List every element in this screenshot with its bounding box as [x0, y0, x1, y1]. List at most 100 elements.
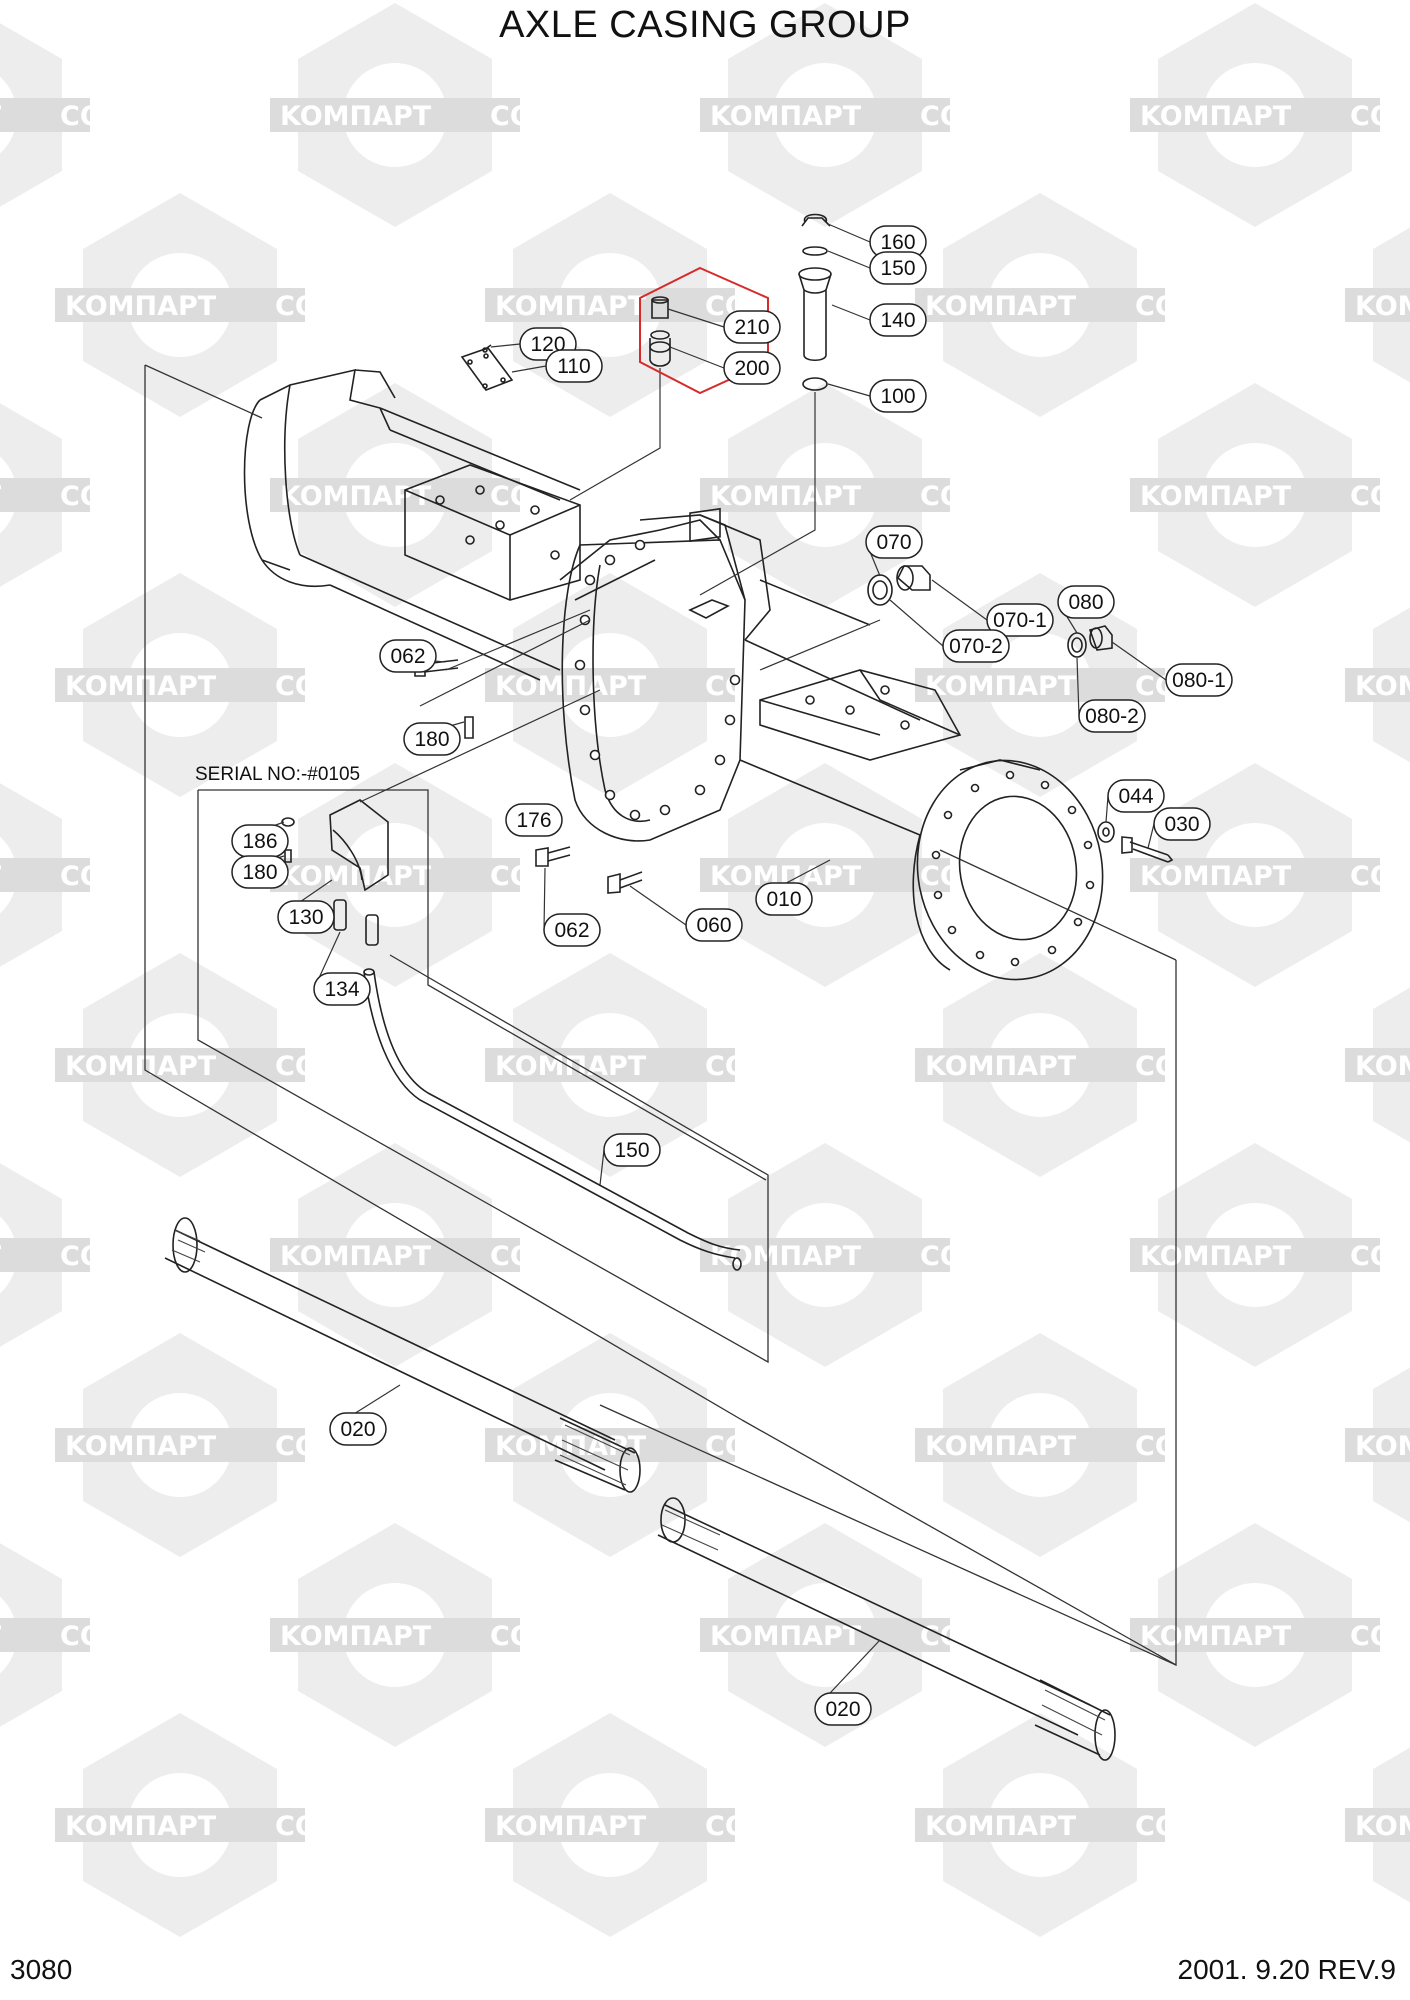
watermark-text-left: KOMПAPT [710, 1241, 862, 1272]
watermark-text-right: COMPART [705, 671, 851, 702]
callout-label: 130 [288, 906, 323, 929]
callout-070-2[interactable]: 070-2 [942, 629, 1010, 663]
callout-label: 062 [554, 919, 589, 942]
callout-bubble [313, 972, 371, 1006]
leader-line [827, 383, 871, 397]
callout-label: 100 [880, 385, 915, 408]
callout-200[interactable]: 200 [723, 351, 781, 385]
callout-180[interactable]: 180 [231, 855, 289, 889]
serial-note: SERIAL NO:-#0105 [195, 764, 360, 785]
leader-line [1105, 795, 1109, 823]
callout-label: 180 [242, 861, 277, 884]
watermark-text-left: KOMПAPT [925, 291, 1077, 322]
callout-label: 160 [880, 231, 915, 254]
leader-line [931, 579, 988, 621]
callout-020[interactable]: 020 [814, 1692, 872, 1726]
watermark-text-right: COMPART [920, 861, 1066, 892]
callout-bubble [869, 251, 927, 285]
callout-070[interactable]: 070 [865, 525, 923, 559]
callout-bubble [603, 1133, 661, 1167]
watermark-text-right: COMPART [1350, 861, 1410, 892]
watermark-text-right: COMPART [275, 671, 421, 702]
callout-180[interactable]: 180 [403, 722, 461, 756]
watermark-text-left: KOMПAPT [925, 1051, 1077, 1082]
callout-bubble [403, 722, 461, 756]
watermark-text-left: KOMПAPT [1140, 861, 1292, 892]
watermark-text-right: COMPART [1135, 1811, 1281, 1842]
callout-080-1[interactable]: 080-1 [1165, 663, 1233, 697]
callout-140[interactable]: 140 [869, 303, 927, 337]
watermark-text-right: COMPART [1135, 1051, 1281, 1082]
callout-030[interactable]: 030 [1153, 807, 1211, 841]
callout-label: 070-1 [993, 609, 1047, 632]
callout-label: 150 [614, 1139, 649, 1162]
callout-080[interactable]: 080 [1057, 585, 1115, 619]
callout-label: 060 [696, 914, 731, 937]
callout-186[interactable]: 186 [231, 824, 289, 858]
watermark-text-right: COMPART [705, 1811, 851, 1842]
callout-060[interactable]: 060 [685, 908, 743, 942]
callout-080-2[interactable]: 080-2 [1078, 699, 1146, 733]
callout-044[interactable]: 044 [1107, 779, 1165, 813]
watermark-text-left: KOMПAPT [710, 101, 862, 132]
callout-label: 210 [734, 316, 769, 339]
watermark-text-right: COMPART [275, 1811, 421, 1842]
callout-130[interactable]: 130 [277, 900, 335, 934]
callout-100[interactable]: 100 [869, 379, 927, 413]
leader-line [359, 689, 601, 803]
callout-label: 150 [880, 257, 915, 280]
watermark-text-left: KOMПAPT [0, 1621, 2, 1652]
callout-176[interactable]: 176 [505, 803, 563, 837]
callout-150[interactable]: 150 [869, 251, 927, 285]
callout-062[interactable]: 062 [379, 639, 437, 673]
leader-line [599, 1149, 605, 1186]
watermark-text-left: KOMПAPT [1355, 671, 1410, 702]
callout-label: 200 [734, 357, 769, 380]
callout-134[interactable]: 134 [313, 972, 371, 1006]
leader-line [629, 885, 687, 926]
callout-bubble [1107, 779, 1165, 813]
page-title: AXLE CASING GROUP [499, 4, 911, 46]
leader-line [445, 609, 591, 671]
callout-bubble [1165, 663, 1233, 697]
watermark-text-left: KOMПAPT [925, 671, 1077, 702]
callout-020[interactable]: 020 [329, 1412, 387, 1446]
watermark-text-right: COMPART [60, 481, 206, 512]
watermark-text-left: KOMПAPT [495, 671, 647, 702]
leader-lines [231, 223, 1167, 1710]
callout-110[interactable]: 110 [545, 349, 603, 383]
callout-label: 070 [876, 531, 911, 554]
callout-210[interactable]: 210 [723, 310, 781, 344]
highlight-hexagon [639, 266, 769, 395]
watermark-text-right: COMPART [1350, 101, 1410, 132]
watermark-text-left: KOMПAPT [280, 481, 432, 512]
watermark-text-left: KOMПAPT [1355, 1811, 1410, 1842]
callout-010[interactable]: 010 [755, 882, 813, 916]
callout-bubble [865, 525, 923, 559]
callout-bubble [685, 908, 743, 942]
callout-062[interactable]: 062 [543, 913, 601, 947]
watermark-text-left: KOMПAPT [280, 101, 432, 132]
callout-150[interactable]: 150 [603, 1133, 661, 1167]
callout-label: 176 [516, 809, 551, 832]
watermark-text-left: KOMПAPT [65, 291, 217, 322]
leader-line [827, 250, 871, 269]
callout-bubble [869, 379, 927, 413]
callout-bubble [1078, 699, 1146, 733]
callout-070-1[interactable]: 070-1 [986, 603, 1054, 637]
callout-label: 134 [324, 978, 359, 1001]
watermark-text-left: KOMПAPT [65, 1051, 217, 1082]
callout-label: 062 [390, 645, 425, 668]
watermark-text-right: COMPART [1350, 1241, 1410, 1272]
